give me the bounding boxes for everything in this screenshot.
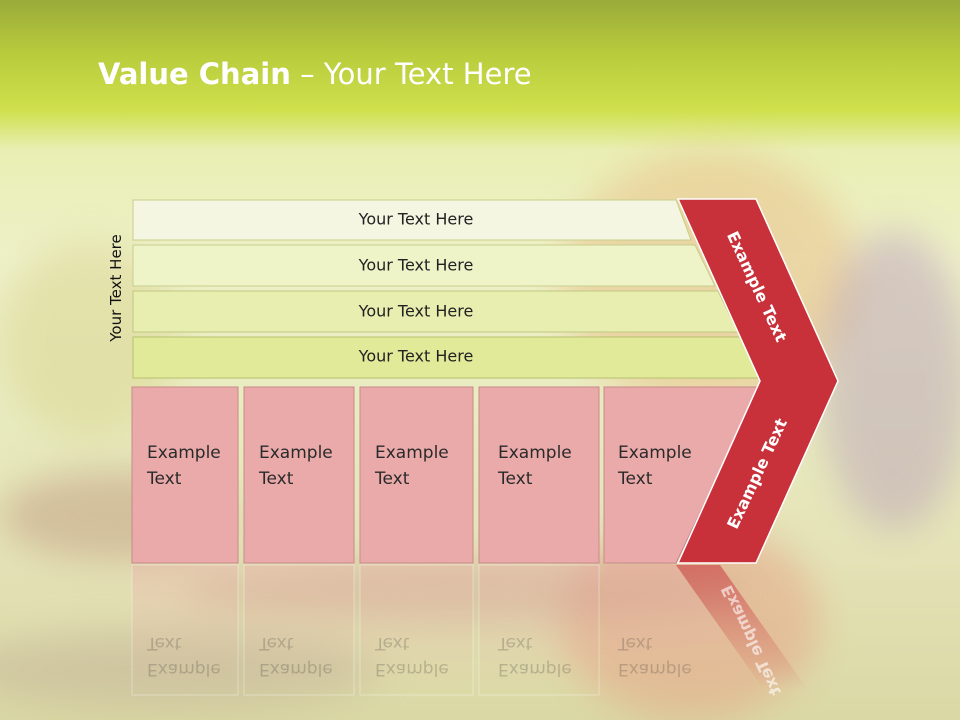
row-1-label: Your Text Here xyxy=(358,210,474,229)
cell-4-line2: Text xyxy=(498,469,533,489)
cell-5-reflection: Example Text xyxy=(618,630,692,682)
cell-2-reflection-line2: Text xyxy=(259,633,294,653)
cell-1-line1: Example xyxy=(147,443,221,463)
cell-2-line1: Example xyxy=(259,443,333,463)
cell-5-reflection-line1: Example xyxy=(618,659,692,679)
cell-3-line1: Example xyxy=(375,443,449,463)
title-bold: Value Chain xyxy=(98,57,291,91)
row-3-label: Your Text Here xyxy=(358,302,474,321)
slide-title: Value Chain – Your Text Here xyxy=(98,54,532,94)
cell-4-text: Example Text xyxy=(498,440,572,492)
cell-4-reflection-line2: Text xyxy=(498,633,533,653)
cell-5-box xyxy=(603,386,761,564)
cell-5-text: Example Text xyxy=(618,440,692,492)
cell-2-reflection-line1: Example xyxy=(259,659,333,679)
cell-1-box xyxy=(131,386,239,564)
cell-4-reflection-line1: Example xyxy=(498,659,572,679)
cell-3-reflection: Example Text xyxy=(375,630,449,682)
cell-5-line2: Text xyxy=(618,469,653,489)
cell-4-box xyxy=(478,386,600,564)
cell-2-reflection: Example Text xyxy=(259,630,333,682)
cell-1-text: Example Text xyxy=(147,440,221,492)
reflection xyxy=(131,564,808,696)
cell-3-text: Example Text xyxy=(375,440,449,492)
cell-2-line2: Text xyxy=(259,469,294,489)
row-2-band xyxy=(132,244,716,287)
cell-3-line2: Text xyxy=(375,469,410,489)
cell-1-line2: Text xyxy=(147,469,182,489)
row-4-label: Your Text Here xyxy=(358,347,474,366)
cell-2-box xyxy=(243,386,355,564)
cell-3-reflection-line1: Example xyxy=(375,659,449,679)
cell-3-reflection-line2: Text xyxy=(375,633,410,653)
cell-1-reflection-line1: Example xyxy=(147,659,221,679)
cell-3-box xyxy=(359,386,474,564)
cell-4-line1: Example xyxy=(498,443,572,463)
title-rest: – Your Text Here xyxy=(290,57,532,91)
cell-1-reflection-line2: Text xyxy=(147,633,182,653)
row-1-band xyxy=(132,199,692,241)
row-2-label: Your Text Here xyxy=(358,256,474,275)
cell-1-reflection: Example Text xyxy=(147,630,221,682)
cell-5-reflection-line2: Text xyxy=(618,633,653,653)
cell-2-text: Example Text xyxy=(259,440,333,492)
cell-5-line1: Example xyxy=(618,443,692,463)
cell-4-reflection: Example Text xyxy=(498,630,572,682)
chevron-arrow xyxy=(676,198,839,564)
